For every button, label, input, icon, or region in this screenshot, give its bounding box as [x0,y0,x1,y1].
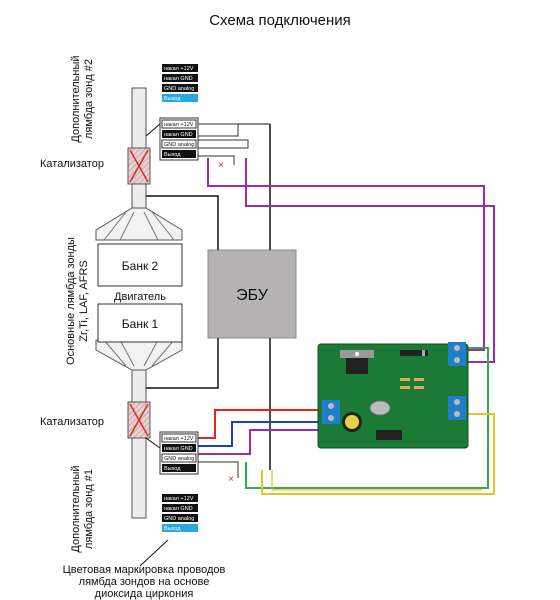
main-probes-line2: Zr,Ti, LAF, AFRS [78,260,90,342]
main-probes-line1: Основные лямбда зонды [65,237,77,365]
p2-label-analog: GND analog [164,142,194,148]
probe2-side-label: Дополнительный лямбда зонд #2 [62,38,102,168]
probe1-side-label: Дополнительный лямбда зонд #1 [62,448,102,578]
legend1-analog: GND analog [164,516,194,522]
legend-caption: Цветовая маркировка проводов лямбда зонд… [44,564,244,600]
probe1-legend: накал +12V накал GND GND analog Выход [162,494,198,532]
catalyst-bottom [127,401,151,439]
ecu-box [207,249,297,339]
catalyst-label-bottom: Катализатор [40,416,104,428]
probe1-wiring: × [145,347,495,495]
svg-text:×: × [218,160,224,171]
bank1-label: Банк 1 [122,317,159,331]
p1-label-out: Выход [164,466,181,472]
catalyst-label-top: Катализатор [40,158,104,170]
caption-line3: диоксида циркония [94,588,194,600]
caption-line1: Цветовая маркировка проводов [62,564,226,576]
probe2-wiring: × [145,123,495,363]
legend2-out: Выход [164,96,181,102]
p2-label-12v: накал +12V [164,122,194,128]
bank1-box [97,303,183,343]
legend2-analog: GND analog [164,86,194,92]
pcb-board [317,342,469,449]
probe1-label-line2: лямбда зонд #1 [83,468,95,550]
p2-label-out: Выход [164,152,181,158]
legend2-12v: накал +12V [164,66,194,72]
legend1-12v: накал +12V [164,496,194,502]
svg-text:×: × [228,474,234,485]
ecu-label: ЭБУ [236,287,269,304]
bank2-label: Банк 2 [122,259,159,273]
probe2-label-line2: лямбда зонд #2 [83,58,95,140]
probe2-legend: накал +12V накал GND GND analog Выход [162,64,198,102]
bank2-box [97,243,183,287]
legend2-gnd: накал GND [164,76,193,82]
p1-label-analog: GND analog [164,456,194,462]
caption-line2: лямбда зондов на основе [78,576,210,588]
legend1-out: Выход [164,526,181,532]
catalyst-top [127,147,151,185]
page-title: Схема подключения [209,12,351,29]
p2-label-gnd: накал GND [164,132,193,138]
probe2-label-line1: Дополнительный [70,55,82,143]
legend1-gnd: накал GND [164,506,193,512]
main-probes-side-label: Основные лямбда зонды Zr,Ti, LAF, AFRS [58,230,98,380]
probe2-connector: накал +12V накал GND GND analog Выход [159,117,199,161]
probe1-connector: накал +12V накал GND GND analog Выход [159,431,199,475]
engine-label: Двигатель [114,291,166,303]
probe1-label-line1: Дополнительный [70,465,82,553]
p1-label-12v: накал +12V [164,436,194,442]
caption-pointer [139,539,169,567]
p1-label-gnd: накал GND [164,446,193,452]
